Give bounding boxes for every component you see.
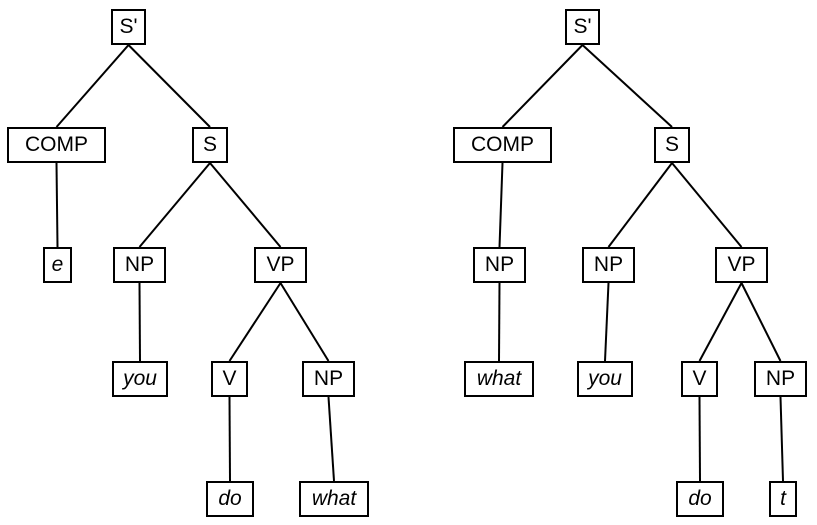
tree-edge-R-VP-to-R-NP2 bbox=[740, 282, 782, 362]
tree-node-s: S bbox=[654, 127, 690, 163]
tree-node-label: NP bbox=[593, 252, 624, 276]
tree-node-t: t bbox=[769, 481, 797, 517]
tree-node-label: NP bbox=[313, 366, 344, 390]
tree-edge-L-VP-to-L-V bbox=[228, 282, 282, 362]
tree-node-do: do bbox=[206, 481, 254, 517]
tree-node-label: S' bbox=[573, 14, 592, 38]
tree-edge-L-V-to-L-do bbox=[228, 396, 231, 482]
tree-node-you: you bbox=[577, 361, 633, 397]
tree-node-label: you bbox=[588, 366, 622, 390]
tree-node-label: S bbox=[664, 132, 679, 156]
tree-node-np: NP bbox=[473, 247, 526, 283]
tree-edge-L-NP2-to-L-what bbox=[327, 396, 335, 482]
tree-node-label: what bbox=[311, 486, 357, 510]
tree-node-np: NP bbox=[302, 361, 355, 397]
tree-node-v: V bbox=[211, 361, 248, 397]
tree-node-np: NP bbox=[754, 361, 807, 397]
tree-node-label: COMP bbox=[25, 132, 88, 156]
tree-node-label: NP bbox=[484, 252, 515, 276]
tree-edge-R-COMP-to-R-NP0 bbox=[498, 162, 504, 248]
tree-node-vp: VP bbox=[254, 247, 307, 283]
tree-edge-R-V-to-R-do bbox=[698, 396, 701, 482]
tree-node-v: V bbox=[681, 361, 718, 397]
tree-node-np: NP bbox=[113, 247, 166, 283]
tree-edge-L-COMP-to-L-e bbox=[55, 162, 59, 248]
tree-node-label: VP bbox=[727, 252, 756, 276]
tree-node-label: V bbox=[222, 366, 237, 390]
tree-node-label: you bbox=[123, 366, 157, 390]
tree-edge-R-VP-to-R-V bbox=[698, 282, 743, 362]
tree-edge-R-S-to-R-NP1 bbox=[607, 162, 673, 248]
tree-edge-R-Sbar-to-R-S bbox=[581, 44, 673, 128]
tree-node-label: t bbox=[780, 486, 786, 510]
tree-node-label: what bbox=[476, 366, 522, 390]
tree-node-label: NP bbox=[765, 366, 796, 390]
tree-edge-L-S-to-L-VP bbox=[209, 162, 282, 248]
tree-edge-L-Sbar-to-L-S bbox=[127, 44, 211, 128]
tree-node-sbar: S' bbox=[111, 9, 146, 45]
tree-edge-L-NP1-to-L-you bbox=[138, 282, 141, 362]
tree-node-label: V bbox=[692, 366, 707, 390]
tree-edge-R-Sbar-to-R-COMP bbox=[501, 44, 584, 128]
tree-node-label: do bbox=[688, 486, 712, 510]
tree-node-label: NP bbox=[124, 252, 155, 276]
tree-node-label: do bbox=[218, 486, 242, 510]
tree-node-label: VP bbox=[266, 252, 295, 276]
tree-edge-R-NP0-to-R-what bbox=[498, 282, 501, 362]
tree-edge-L-Sbar-to-L-COMP bbox=[55, 44, 130, 128]
tree-edge-R-NP2-to-R-t bbox=[779, 396, 784, 482]
tree-edge-R-S-to-R-VP bbox=[671, 162, 743, 248]
tree-node-you: you bbox=[112, 361, 168, 397]
tree-edge-R-NP1-to-R-you bbox=[604, 282, 610, 362]
tree-node-s: S bbox=[192, 127, 228, 163]
tree-node-comp: COMP bbox=[7, 127, 106, 163]
tree-edge-L-VP-to-L-NP2 bbox=[279, 282, 330, 362]
tree-node-label: COMP bbox=[471, 132, 534, 156]
tree-edge-L-S-to-L-NP1 bbox=[138, 162, 211, 248]
tree-node-e: e bbox=[43, 247, 72, 283]
tree-node-comp: COMP bbox=[453, 127, 552, 163]
tree-node-np: NP bbox=[582, 247, 635, 283]
tree-node-what: what bbox=[299, 481, 369, 517]
tree-node-do: do bbox=[676, 481, 724, 517]
tree-node-label: S' bbox=[119, 14, 138, 38]
tree-node-label: S bbox=[202, 132, 217, 156]
tree-node-label: e bbox=[51, 252, 64, 276]
tree-node-what: what bbox=[464, 361, 534, 397]
tree-node-vp: VP bbox=[715, 247, 768, 283]
tree-node-sbar: S' bbox=[565, 9, 600, 45]
